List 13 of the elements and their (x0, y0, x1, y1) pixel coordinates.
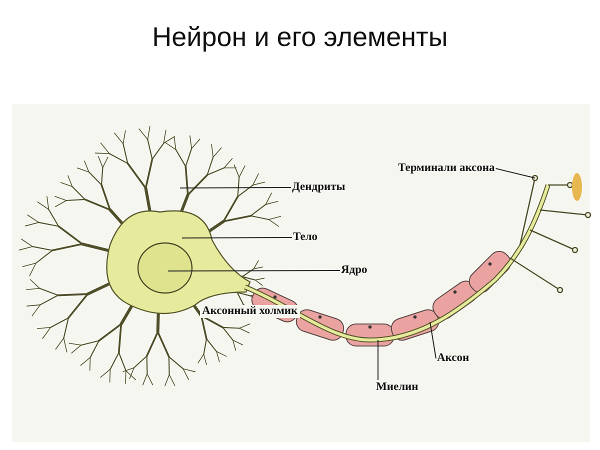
part-label: Терминали аксона (398, 162, 495, 175)
leader-line (180, 187, 292, 188)
part-label: Аксон (437, 352, 470, 365)
leader-line (495, 168, 536, 178)
leader-line (182, 237, 292, 238)
part-label: Ядро (341, 264, 368, 277)
part-label: Миелин (376, 381, 418, 394)
leader-line (430, 322, 436, 359)
leader-line (168, 270, 340, 272)
part-label: Аксонный холмик (200, 305, 300, 318)
diagram-title: Нейрон и его элементы (151, 22, 449, 53)
part-label: Тело (293, 231, 318, 244)
part-label: Дендриты (292, 181, 346, 194)
